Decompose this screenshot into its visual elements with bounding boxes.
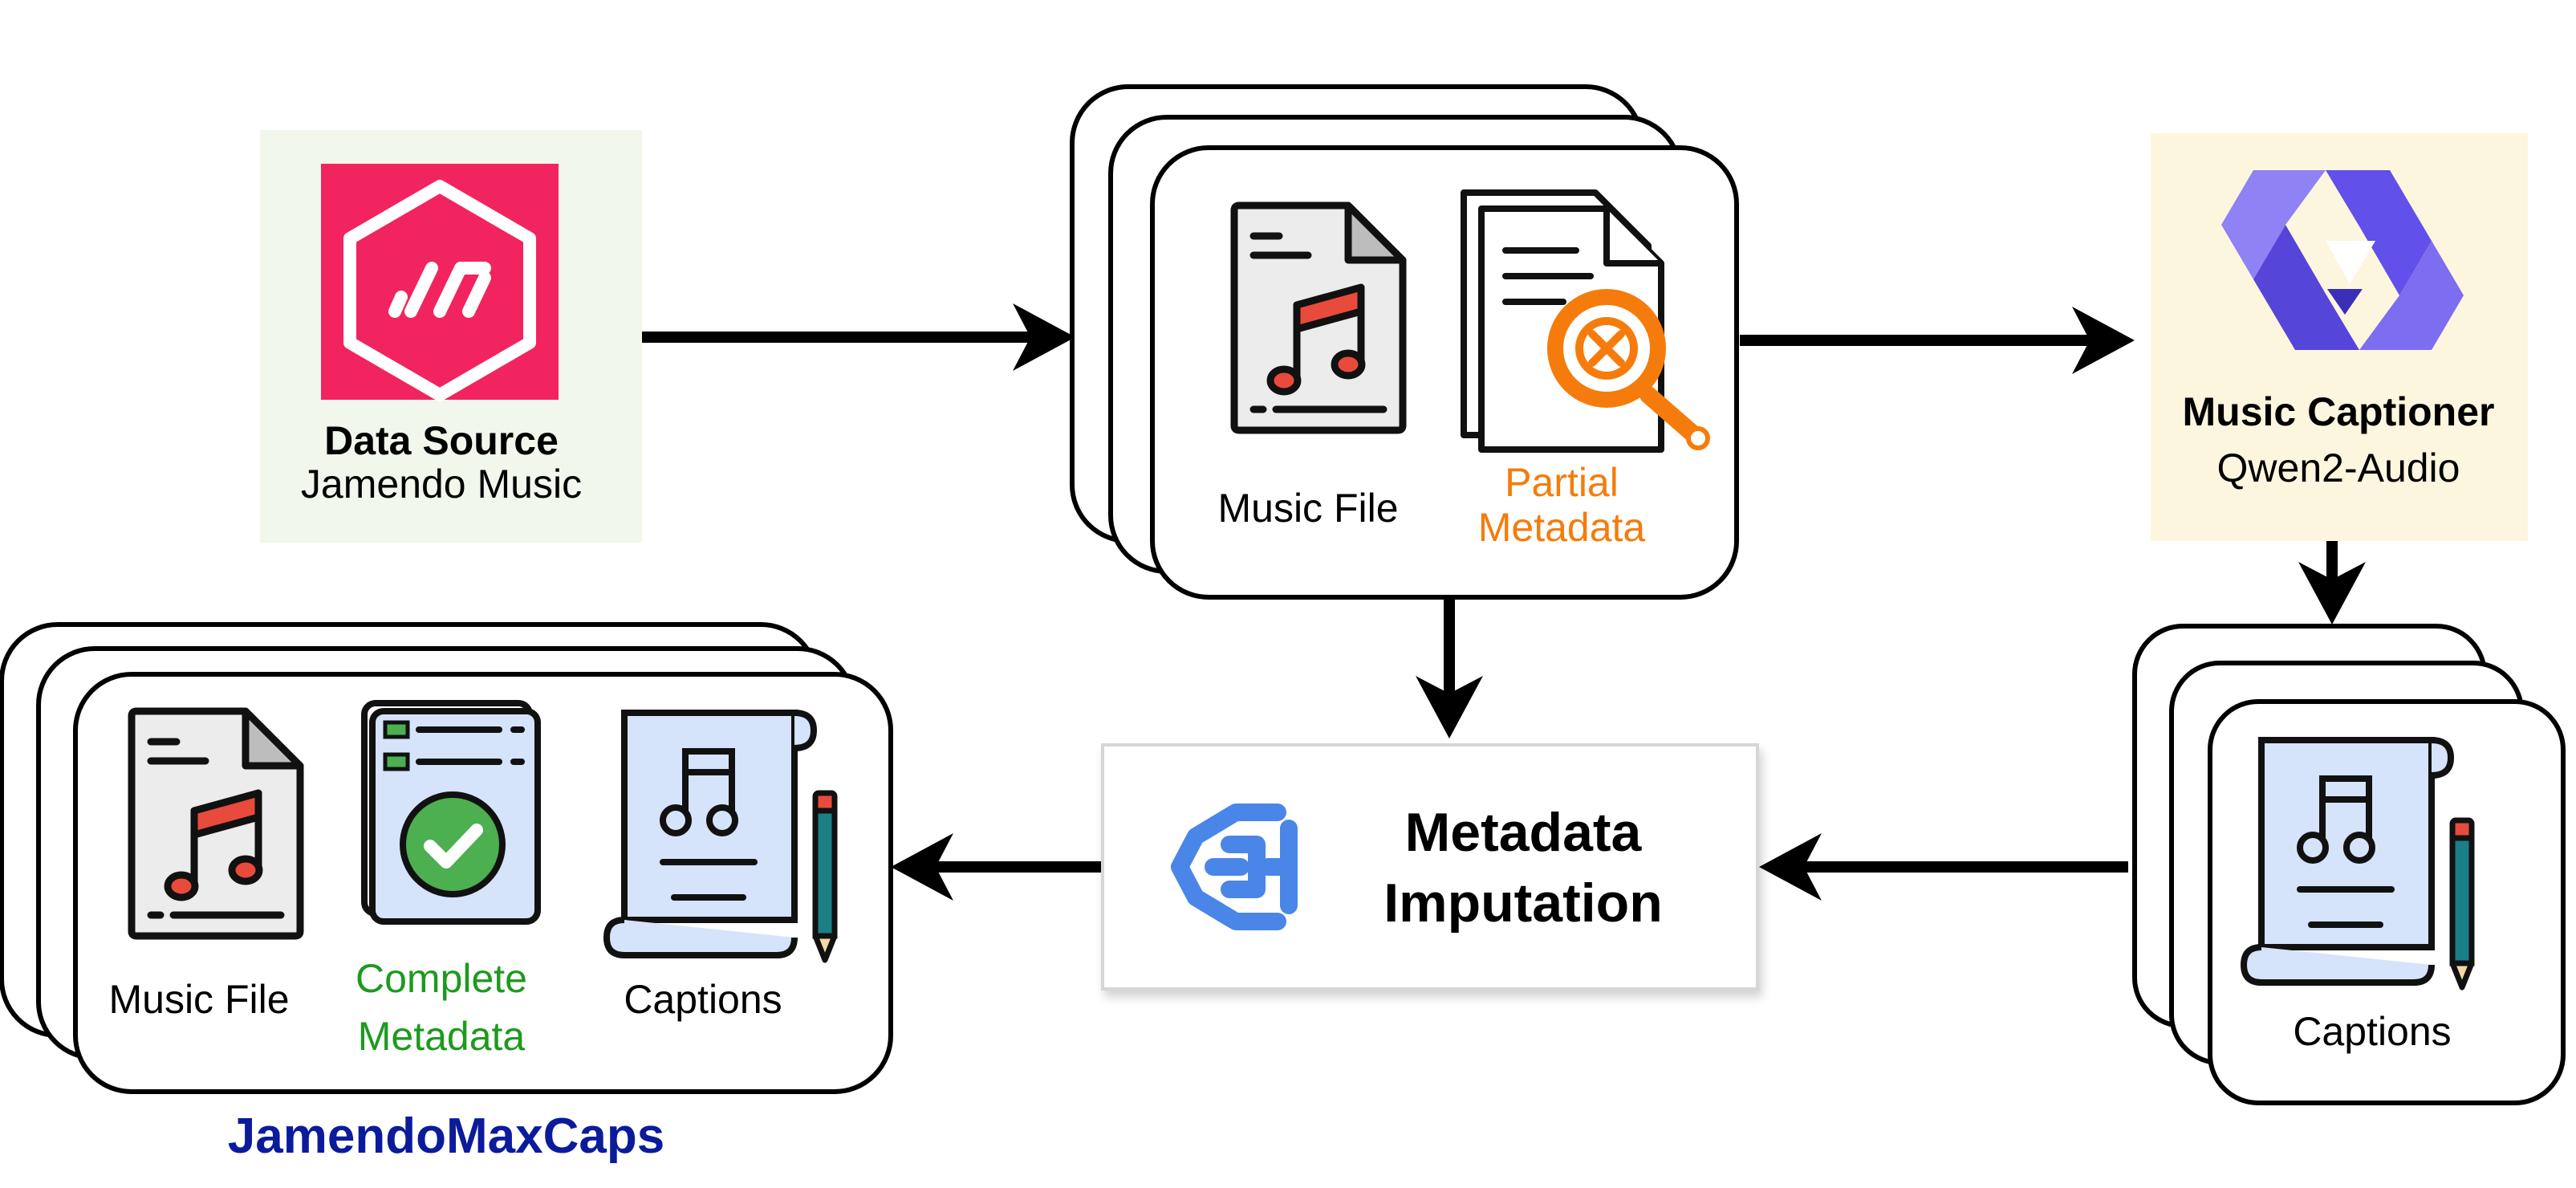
music-file-icon <box>1234 205 1403 430</box>
output-dataset-stack: Music File Complete Metadata Captions <box>0 622 893 1094</box>
partial-metadata-label-line2: Metadata <box>1478 505 1646 550</box>
complete-metadata-label-line2: Metadata <box>358 1014 526 1059</box>
output-music-file-label: Music File <box>108 977 289 1022</box>
data-source-title: Data Source <box>324 418 559 463</box>
generated-captions-stack: Captions <box>2132 624 2566 1105</box>
data-source-subtitle: Jamendo Music <box>301 462 582 507</box>
arrow-files-to-captioner <box>1740 307 2135 374</box>
captioner-title: Music Captioner <box>2183 389 2495 434</box>
metadata-imputation-box: Metadata Imputation <box>1101 743 1759 991</box>
captioner-model: Qwen2-Audio <box>2217 446 2460 490</box>
imputation-title-line2: Imputation <box>1383 873 1663 934</box>
jamendo-logo-icon <box>321 164 559 401</box>
arrow-source-to-files <box>642 303 1075 371</box>
generated-captions-label: Captions <box>2293 1009 2451 1054</box>
qwen-logo-icon <box>2221 170 2464 350</box>
arrow-captions-to-imputation <box>1759 833 2128 901</box>
output-music-file-icon <box>132 711 300 936</box>
input-files-stack: Music File Partial Metadata <box>1070 84 1739 600</box>
music-captioner-box: Music Captioner Qwen2-Audio <box>2151 133 2528 541</box>
dataset-name: JamendoMaxCaps <box>228 1109 664 1164</box>
arrow-files-to-imputation <box>1416 597 1483 738</box>
music-file-label: Music File <box>1217 486 1398 531</box>
imputation-title-line1: Metadata <box>1405 802 1643 863</box>
partial-metadata-label-line1: Partial <box>1505 460 1619 505</box>
brain-icon <box>1171 804 1298 930</box>
imputation-card <box>1101 743 1759 991</box>
complete-metadata-icon <box>364 703 538 922</box>
arrow-imputation-to-output <box>891 833 1101 901</box>
complete-metadata-label-line1: Complete <box>356 956 527 1001</box>
data-source-box: Data Source Jamendo Music <box>260 130 642 543</box>
output-captions-label: Captions <box>624 977 782 1022</box>
